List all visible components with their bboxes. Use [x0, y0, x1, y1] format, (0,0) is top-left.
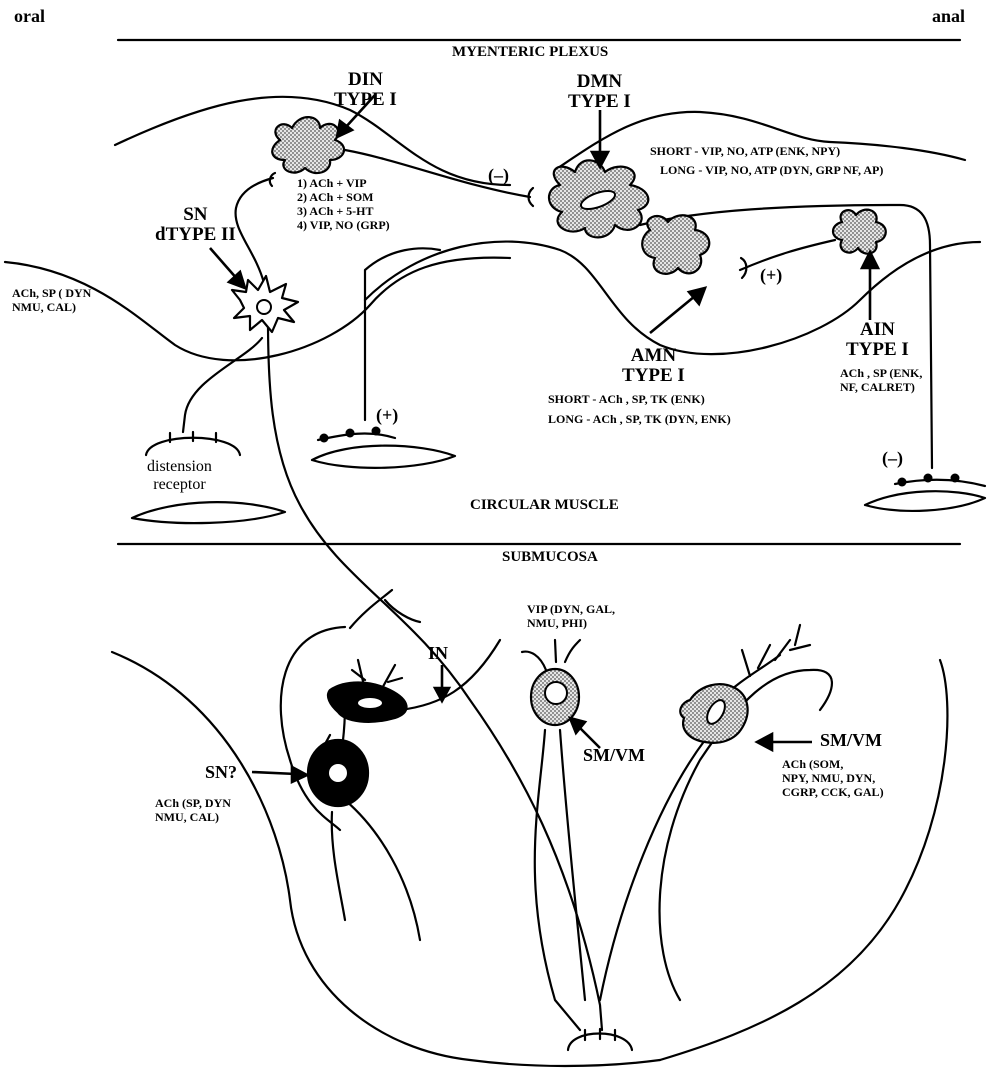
snq-arrow [252, 772, 296, 774]
smvm-right-label: SM/VM [820, 730, 882, 751]
din-chem-3: 3) ACh + 5-HT [297, 204, 390, 218]
dmn-short-chemistry: SHORT - VIP, NO, ATP (ENK, NPY) [650, 144, 840, 158]
din-chem-2: 2) ACh + SOM [297, 190, 390, 204]
vip-chem-2: NMU, PHI) [527, 616, 615, 630]
ain-chem-1: ACh , SP (ENK, [840, 366, 922, 380]
ain-title-line1: AIN [846, 320, 909, 340]
sn-chem-2: NMU, CAL) [12, 300, 91, 314]
sn-axon-up [236, 178, 273, 283]
smvm-chem-2: NPY, NMU, DYN, [782, 771, 884, 785]
dmn-second-neuron [642, 215, 709, 274]
varicosities [320, 427, 960, 487]
smvm-mid-label: SM/VM [583, 745, 645, 766]
ain-chem-2: NF, CALRET) [840, 380, 922, 394]
distension-receptor-label: distension receptor [147, 458, 212, 494]
vip-chem-1: VIP (DYN, GAL, [527, 602, 615, 616]
sn-receptor-process [183, 338, 262, 432]
smvm-mid-dendrites [522, 640, 580, 670]
snq-process-c [345, 800, 420, 940]
ain-neuron [833, 210, 886, 254]
ain-title: AIN TYPE I [846, 320, 909, 360]
smvm-mid-axon-b [560, 730, 585, 1000]
sn-nucleus [257, 300, 271, 314]
smvm-right-chemistry: ACh (SOM, NPY, NMU, DYN, CGRP, CCK, GAL) [782, 757, 884, 799]
submucosa-heading: SUBMUCOSA [502, 550, 598, 565]
amn-short-chemistry: SHORT - ACh , SP, TK (ENK) [548, 392, 705, 406]
sn-title-line2: dTYPE II [155, 225, 236, 245]
submucosa-top-branch [350, 590, 392, 628]
muscle-cell-right [865, 491, 985, 511]
dmn-title-line1: DMN [568, 72, 631, 92]
vip-chemistry: VIP (DYN, GAL, NMU, PHI) [527, 602, 615, 630]
inhibitory-sign-din: (–) [488, 165, 509, 186]
amn-title-line2: TYPE I [622, 366, 685, 386]
muscle-right-varicosity-line [895, 480, 985, 486]
sn-chemistry: ACh, SP ( DYN NMU, CAL) [12, 286, 91, 314]
ain-title-line2: TYPE I [846, 340, 909, 360]
sn-title: SN dTYPE II [155, 205, 236, 245]
sn-chem-1: ACh, SP ( DYN [12, 286, 91, 300]
din-chemistry-list: 1) ACh + VIP 2) ACh + SOM 3) ACh + 5-HT … [297, 176, 390, 232]
plexus-upper-right-contour [555, 112, 965, 170]
snq-nucleus [329, 764, 347, 782]
din-neuron [272, 117, 344, 173]
receptor-line1: distension [147, 458, 212, 476]
dmn-title-line2: TYPE I [568, 92, 631, 112]
muscle-cell-left [312, 446, 455, 468]
in-nucleus [358, 698, 382, 708]
snq-chemistry: ACh (SP, DYN NMU, CAL) [155, 796, 231, 824]
circular-muscle-heading: CIRCULAR MUSCLE [470, 498, 619, 513]
amn-title: AMN TYPE I [622, 346, 685, 386]
din-title-line2: TYPE I [334, 90, 397, 110]
din-title: DIN TYPE I [334, 70, 397, 110]
amn-arrow [650, 296, 695, 333]
din-chem-4: 4) VIP, NO (GRP) [297, 218, 390, 232]
receptor-cap-teeth [170, 432, 216, 442]
sn-terminal [270, 173, 275, 186]
excitatory-sign-muscle: (+) [376, 405, 398, 426]
amn-title-line1: AMN [622, 346, 685, 366]
myenteric-plexus-heading: MYENTERIC PLEXUS [452, 45, 608, 60]
sn-title-line1: SN [155, 205, 236, 225]
oral-label: oral [14, 6, 45, 27]
amn-long-chemistry: LONG - ACh , SP, TK (DYN, ENK) [548, 412, 731, 426]
snq-chem-2: NMU, CAL) [155, 810, 231, 824]
ain-chemistry: ACh , SP (ENK, NF, CALRET) [840, 366, 922, 394]
excitatory-sign-amn: (+) [760, 265, 782, 286]
amn-long-axon [365, 248, 440, 420]
smvm-chem-1: ACh (SOM, [782, 757, 884, 771]
submucosa-small-contour [385, 600, 420, 622]
sn-arrow [210, 248, 238, 280]
in-label: IN [428, 643, 448, 664]
smvm-mid-nucleus [545, 682, 567, 704]
dmn-long-chemistry: LONG - VIP, NO, ATP (DYN, GRP NF, AP) [660, 163, 883, 177]
amn-fiber [740, 240, 835, 270]
anal-label: anal [932, 6, 965, 27]
snq-chem-1: ACh (SP, DYN [155, 796, 231, 810]
inhibitory-sign-muscle: (–) [882, 448, 903, 469]
receptor-line2: receptor [147, 476, 212, 494]
dmn-title: DMN TYPE I [568, 72, 631, 112]
din-chem-1: 1) ACh + VIP [297, 176, 390, 190]
din-title-line1: DIN [334, 70, 397, 90]
muscle-left-varicosity-line [318, 434, 395, 440]
receptor-muscle-cell [132, 502, 285, 523]
snq-label: SN? [205, 762, 237, 783]
smvm-chem-3: CGRP, CCK, GAL) [782, 785, 884, 799]
in-process [400, 640, 500, 710]
